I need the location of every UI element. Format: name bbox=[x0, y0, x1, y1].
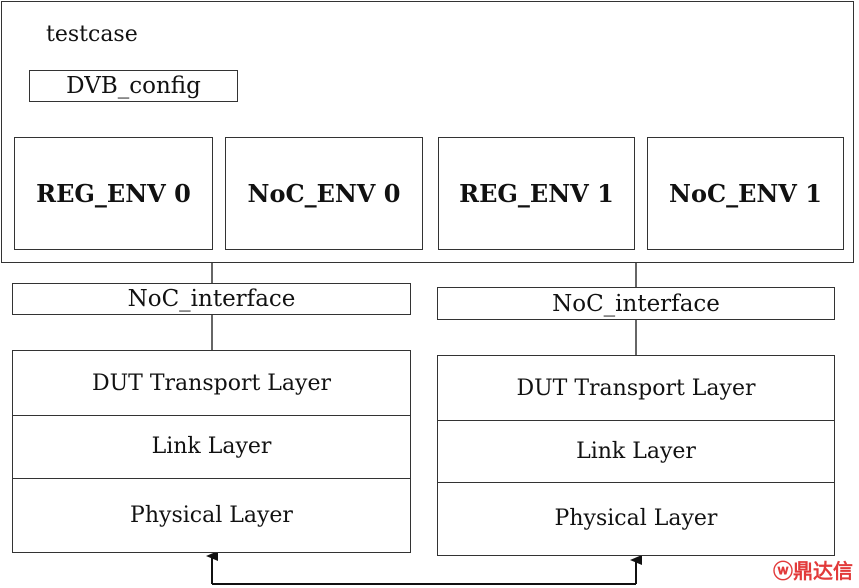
right-link-layer: Link Layer bbox=[438, 420, 834, 482]
testcase-title: testcase bbox=[46, 22, 138, 47]
noc-env-1-label: NoC_ENV 1 bbox=[669, 179, 822, 208]
right-dut-stack: DUT Transport Layer Link Layer Physical … bbox=[437, 355, 835, 556]
left-stack-divider bbox=[13, 415, 410, 416]
left-physical-layer: Physical Layer bbox=[13, 478, 410, 552]
right-stack-divider bbox=[438, 420, 834, 421]
reg-env-0-box: REG_ENV 0 bbox=[14, 137, 213, 250]
left-physical-layer-label: Physical Layer bbox=[130, 502, 293, 528]
watermark-text: 鼎达信 bbox=[793, 559, 853, 583]
right-noc-interface-label: NoC_interface bbox=[552, 290, 720, 317]
right-transport-layer: DUT Transport Layer bbox=[438, 356, 834, 420]
right-noc-interface-box: NoC_interface bbox=[437, 287, 835, 320]
dvb-config-box: DVB_config bbox=[29, 70, 238, 102]
right-physical-layer-label: Physical Layer bbox=[554, 506, 718, 531]
left-noc-interface-label: NoC_interface bbox=[127, 286, 296, 312]
noc-env-0-box: NoC_ENV 0 bbox=[225, 137, 423, 250]
left-link-layer: Link Layer bbox=[13, 415, 410, 478]
testcase-container: testcase DVB_config REG_ENV 0 NoC_ENV 0 … bbox=[1, 1, 854, 263]
watermark-logo: ⓦ鼎达信 bbox=[773, 555, 853, 584]
right-link-layer-label: Link Layer bbox=[576, 438, 696, 464]
left-noc-interface-box: NoC_interface bbox=[12, 283, 411, 315]
left-stack-divider bbox=[13, 478, 410, 479]
watermark-icon: ⓦ bbox=[773, 559, 793, 583]
reg-env-1-box: REG_ENV 1 bbox=[438, 137, 635, 250]
noc-env-1-box: NoC_ENV 1 bbox=[647, 137, 844, 250]
right-transport-layer-label: DUT Transport Layer bbox=[516, 375, 756, 401]
noc-env-0-label: NoC_ENV 0 bbox=[247, 179, 401, 208]
reg-env-0-label: REG_ENV 0 bbox=[36, 179, 191, 208]
left-link-layer-label: Link Layer bbox=[151, 434, 272, 459]
reg-env-1-label: REG_ENV 1 bbox=[459, 179, 614, 208]
right-physical-layer: Physical Layer bbox=[438, 482, 834, 555]
dvb-config-label: DVB_config bbox=[66, 73, 201, 99]
right-stack-divider bbox=[438, 482, 834, 483]
left-transport-layer: DUT Transport Layer bbox=[13, 351, 410, 415]
left-dut-stack: DUT Transport Layer Link Layer Physical … bbox=[12, 350, 411, 553]
left-transport-layer-label: DUT Transport Layer bbox=[92, 370, 331, 396]
